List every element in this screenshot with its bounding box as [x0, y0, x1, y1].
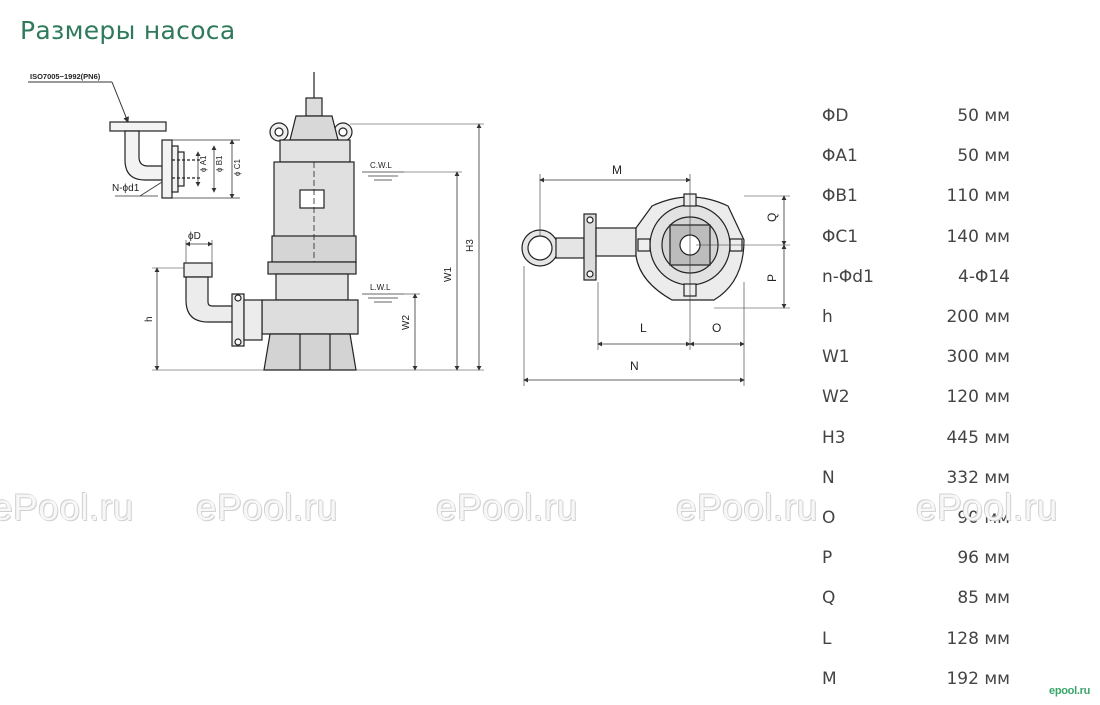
spec-value: 445 мм — [946, 427, 1010, 448]
page-title: Размеры насоса — [20, 16, 236, 45]
spec-value: 120 мм — [946, 387, 1010, 408]
phi-d-label: ϕD — [188, 231, 201, 242]
discharge-flange-detail — [109, 121, 200, 199]
spec-value: 90 мм — [957, 507, 1010, 528]
spec-row: H3 445 мм — [822, 418, 1010, 458]
spec-name: h — [822, 307, 833, 328]
spec-name: n-Φd1 — [822, 266, 874, 287]
spec-row: Q 85 мм — [822, 578, 1010, 618]
watermark: ePool.ru — [196, 487, 338, 528]
n-label: N — [630, 359, 639, 373]
spec-value: 50 мм — [957, 106, 1010, 127]
spec-row: M 192 мм — [822, 659, 1010, 699]
pump-top-view — [521, 193, 745, 301]
lwl-label: L.W.L — [370, 283, 391, 292]
watermark: ePool.ru — [436, 487, 578, 528]
l-label: L — [640, 321, 647, 335]
w1-label: W1 — [443, 267, 454, 282]
spec-name: W2 — [822, 387, 850, 408]
spec-name: Q — [822, 588, 836, 609]
standard-label: ISO7005−1992(PN6) — [30, 72, 101, 81]
spec-name: M — [822, 668, 837, 689]
corner-logo[interactable]: epool.ru — [1049, 685, 1090, 697]
top-view-dimensions — [523, 174, 790, 386]
spec-value: 110 мм — [946, 186, 1010, 207]
q-label: Q — [765, 213, 779, 222]
c1-label: ϕ C1 — [233, 159, 242, 176]
spec-value: 300 мм — [946, 347, 1010, 368]
spec-row: P 96 мм — [822, 538, 1010, 578]
spec-row: W2 120 мм — [822, 377, 1010, 417]
spec-value: 332 мм — [946, 467, 1010, 488]
h3-label: H3 — [465, 239, 476, 252]
spec-row: n-Φd1 4-Φ14 — [822, 257, 1010, 297]
spec-row: ΦD 50 мм — [822, 96, 1010, 136]
spec-row: W1 300 мм — [822, 337, 1010, 377]
pump-dimension-drawing: ISO7005−1992(PN6) ϕ A1 ϕ B1 ϕ C1 N-ϕd1 — [28, 72, 790, 386]
spec-row: N 332 мм — [822, 458, 1010, 498]
spec-value: 50 мм — [957, 146, 1010, 167]
spec-row: O 90 мм — [822, 498, 1010, 538]
spec-table: ΦD 50 мм ΦA1 50 мм ΦB1 110 мм ΦC1 140 мм n-Φ… — [822, 96, 1010, 699]
b1-label: ϕ B1 — [215, 155, 224, 172]
spec-row: L 128 мм — [822, 618, 1010, 658]
spec-value: 200 мм — [946, 307, 1010, 328]
spec-row: h 200 мм — [822, 297, 1010, 337]
vertical-dimensions — [350, 123, 484, 371]
spec-row: ΦA1 50 мм — [822, 136, 1010, 176]
spec-name: H3 — [822, 427, 846, 448]
spec-value: 192 мм — [946, 668, 1010, 689]
spec-name: N — [822, 467, 835, 488]
p-label: P — [765, 274, 779, 282]
w2-label: W2 — [401, 315, 412, 330]
m-label: M — [612, 163, 622, 177]
watermark: ePool.ru — [676, 487, 818, 528]
spec-name: L — [822, 628, 832, 649]
water-level-marks — [362, 171, 404, 303]
o-label: O — [712, 321, 721, 335]
spec-name: P — [822, 548, 833, 569]
spec-name: ΦA1 — [822, 146, 858, 167]
bolt-hole-label: N-ϕd1 — [112, 183, 140, 194]
spec-row: ΦC1 140 мм — [822, 217, 1010, 257]
h-label: h — [144, 316, 155, 322]
spec-row: ΦB1 110 мм — [822, 176, 1010, 216]
bolt-hole-callout: N-ϕd1 — [112, 181, 163, 197]
spec-value: 85 мм — [957, 588, 1010, 609]
a1-label: ϕ A1 — [199, 155, 208, 172]
spec-value: 128 мм — [946, 628, 1010, 649]
watermark: ePool.ru — [0, 487, 134, 528]
spec-name: ΦC1 — [822, 226, 859, 247]
spec-value: 4-Φ14 — [958, 266, 1010, 287]
standard-callout: ISO7005−1992(PN6) — [28, 72, 129, 123]
spec-name: O — [822, 507, 836, 528]
pump-body — [261, 72, 359, 371]
spec-value: 96 мм — [957, 548, 1010, 569]
spec-name: ΦD — [822, 106, 849, 127]
spec-name: ΦB1 — [822, 186, 858, 207]
flange-dimension-lines — [172, 139, 240, 199]
spec-value: 140 мм — [946, 226, 1010, 247]
discharge-pipe — [183, 262, 263, 347]
cwl-label: C.W.L — [370, 161, 392, 170]
spec-name: W1 — [822, 347, 850, 368]
